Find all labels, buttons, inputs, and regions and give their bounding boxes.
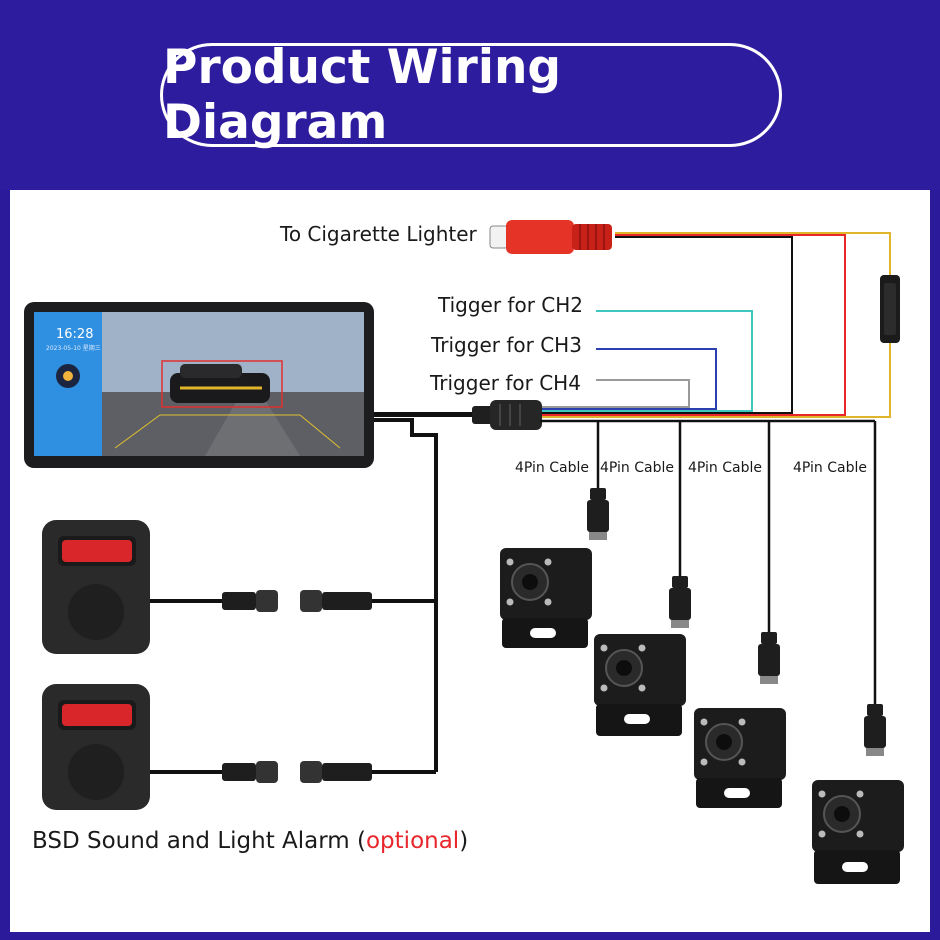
cable-label-2: 4Pin Cable: [600, 460, 674, 476]
optional-text: optional: [365, 828, 460, 854]
trigger-wires: [540, 310, 753, 412]
cable-label-4: 4Pin Cable: [793, 460, 867, 476]
cable-label-3: 4Pin Cable: [688, 460, 762, 476]
fuse-holder-icon: [880, 275, 900, 343]
monitor-icon: 16:28 2023-05-10 星期三: [24, 302, 478, 468]
alarm-connectors: [222, 590, 372, 783]
cigarette-lighter-label: To Cigarette Lighter: [280, 222, 477, 246]
alarm-caption-close: ): [459, 828, 469, 854]
title-pill: Product Wiring Diagram: [160, 40, 782, 150]
camera-4: [812, 780, 904, 884]
page-title: Product Wiring Diagram: [163, 40, 562, 150]
camera-2: [594, 634, 686, 736]
trigger-ch3-label: Trigger for CH3: [431, 333, 582, 357]
header-band: Product Wiring Diagram: [0, 0, 940, 190]
camera-3: [694, 708, 786, 808]
camera-1: [500, 548, 592, 648]
aviation-connector-icon: [587, 488, 886, 756]
monitor-time: 16:28: [56, 327, 93, 342]
trigger-ch4-label: Trigger for CH4: [430, 371, 581, 395]
cigarette-plug-icon: [489, 220, 612, 254]
trigger-ch2-label: Tigger for CH2: [438, 293, 584, 317]
alarm-caption: BSD Sound and Light Alarm (optional): [32, 828, 468, 854]
camera-feed-cables: [540, 419, 877, 704]
alarm-caption-text: BSD Sound and Light Alarm (: [32, 828, 366, 854]
monitor-date: 2023-05-10 星期三: [46, 344, 101, 352]
harness-connector-icon: [472, 400, 542, 430]
alarm-wires: [150, 418, 438, 774]
alarm-speaker-icon: [42, 520, 150, 810]
cable-label-1: 4Pin Cable: [515, 460, 589, 476]
